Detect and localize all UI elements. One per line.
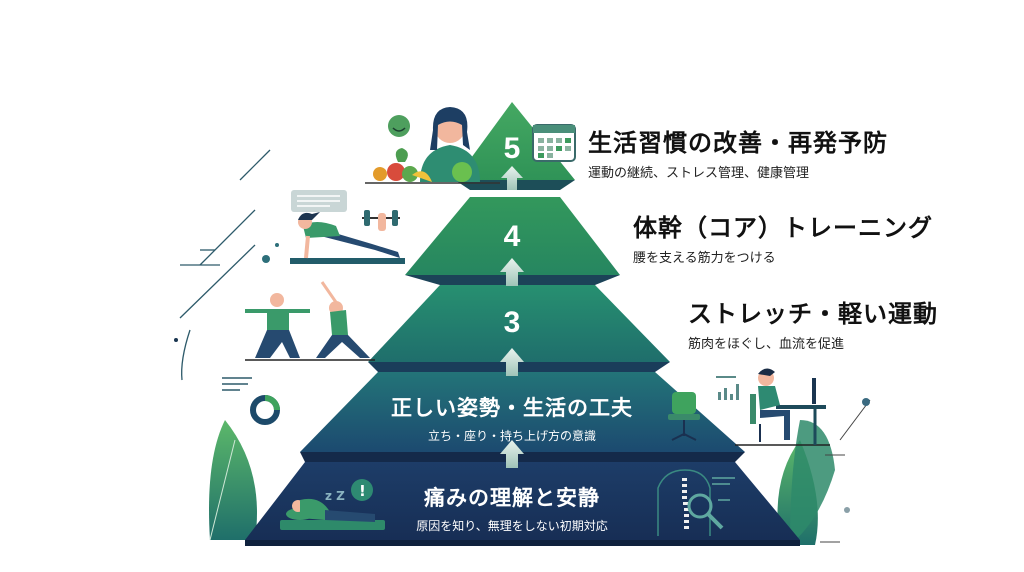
leaf-left-icon [209, 420, 257, 540]
tier-3-number: 3 [503, 306, 521, 339]
up-arrows [500, 166, 524, 468]
tier-3-label: ストレッチ・軽い運動 筋肉をほぐし、血流を促進 [688, 294, 938, 352]
donut-chart-icon [250, 395, 280, 425]
bar-chart-icon [716, 376, 739, 400]
desk-worker-illustration [735, 368, 830, 446]
tier-5-title: 生活習慣の改善・再発予防 [588, 129, 888, 157]
tier-2-title: 正しい姿勢・生活の工夫 [391, 396, 633, 420]
tier-2-shape [300, 372, 745, 452]
tier-1-subtitle: 原因を知り、無理をしない初期対応 [416, 519, 608, 533]
sleep-z-icon: z Z [325, 489, 345, 503]
office-chair-icon [668, 392, 700, 441]
tier-3-title: ストレッチ・軽い運動 [688, 300, 938, 328]
tier-1-label: 痛みの理解と安静 原因を知り、無理をしない初期対応 [372, 482, 652, 534]
alert-icon: ! [359, 482, 366, 500]
bullet-list-icon [222, 377, 252, 391]
tier-5-number: 5 [503, 132, 521, 165]
tier-4-title: 体幹（コア）トレーニング [633, 214, 933, 242]
woman-with-fruits-illustration [365, 107, 500, 184]
tier-5-label: 生活習慣の改善・再発予防 運動の継続、ストレス管理、健康管理 [588, 123, 888, 181]
calendar-icon [532, 124, 576, 162]
tier-4-shape [405, 197, 620, 275]
tier-3-shape [368, 285, 670, 362]
tier-4-subtitle: 腰を支える筋力をつける [633, 251, 776, 266]
decorative-lines-left [179, 149, 271, 381]
tier-1-title: 痛みの理解と安静 [424, 486, 600, 510]
tier-2-subtitle: 立ち・座り・持ち上げ方の意識 [427, 429, 596, 443]
spine-examination-illustration [657, 469, 735, 536]
stretching-people-illustration [245, 281, 375, 361]
speech-bubble-icon [291, 190, 347, 212]
dumbbell-icon [362, 210, 400, 231]
tier-3-subtitle: 筋肉をほぐし、血流を促進 [688, 337, 845, 352]
sleeping-person-illustration: z Z ! [280, 479, 385, 530]
tier-4-number: 4 [503, 220, 521, 253]
tier-4-label: 体幹（コア）トレーニング 腰を支える筋力をつける [633, 208, 933, 266]
tier-2-label: 正しい姿勢・生活の工夫 立ち・座り・持ち上げ方の意識 [362, 392, 662, 444]
plank-exercise-illustration [290, 212, 405, 264]
tier-5-subtitle: 運動の継続、ストレス管理、健康管理 [588, 166, 810, 181]
